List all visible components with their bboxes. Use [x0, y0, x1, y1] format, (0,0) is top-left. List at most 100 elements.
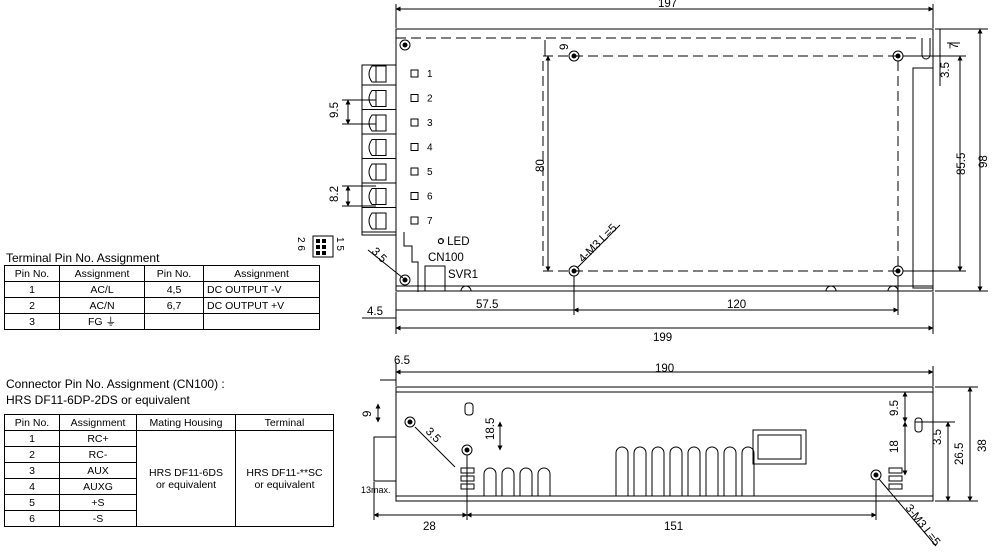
dim-label: 98 [978, 155, 990, 168]
slot [460, 285, 472, 292]
table-row: 2 AC/N 6,7 DC OUTPUT +V [4, 297, 320, 314]
terminal-number: 7 [427, 216, 433, 227]
leader-line [414, 426, 456, 468]
dim-label: 26.5 [954, 443, 966, 465]
vent-slot [537, 467, 551, 496]
dim-label: 85.5 [956, 153, 968, 175]
dim-label: 120 [727, 299, 746, 311]
dim-label: 4-M3 L=5 [577, 222, 620, 265]
cn100-label: CN100 [428, 252, 464, 264]
cn100-pin-label: 1 5 [334, 237, 345, 251]
connector-pin-table: Pin No. Assignment Mating Housing Termin… [4, 414, 334, 527]
slot [825, 285, 837, 292]
dim-label: 80 [535, 159, 547, 172]
table-cell: 6 [4, 510, 60, 527]
table-cell: +S [59, 494, 137, 511]
dim-label: 7 [949, 43, 961, 49]
table-row: 3 FG ⏚ [4, 313, 320, 330]
mating-housing-cell: HRS DF11-6DS or equivalent [136, 430, 236, 527]
table-row: 6-S [4, 510, 334, 527]
corner-hole [399, 274, 411, 286]
side-hole [870, 469, 882, 481]
dim-label: 9.5 [889, 400, 901, 416]
terminal-block [361, 64, 419, 236]
vent-slot [633, 446, 647, 496]
vent-slot [687, 446, 701, 496]
mount-hole [892, 50, 904, 62]
table-cell: DC OUTPUT -V [203, 281, 320, 298]
table-cell: -S [59, 510, 137, 527]
dim-label: 3.5 [940, 62, 952, 78]
dim-label: 9 [559, 44, 571, 50]
vent-slot [519, 467, 533, 496]
vent-slots [483, 446, 755, 496]
led-indicator [438, 238, 444, 244]
dim-label: 199 [653, 332, 672, 344]
table-header-row: Pin No. Assignment Mating Housing Termin… [4, 414, 334, 431]
terminal-number: 3 [427, 118, 433, 129]
leader-line [878, 478, 937, 547]
side-hole [461, 444, 473, 456]
top-view [312, 4, 988, 334]
dim-label: 3.5 [932, 429, 944, 445]
dim-label: 190 [655, 363, 674, 375]
dim-label: 151 [664, 521, 683, 533]
slot [921, 38, 931, 60]
terminal-pin-table: Pin No. Assignment Pin No. Assignment 1 … [4, 265, 320, 330]
side-hole [404, 416, 416, 428]
slot [464, 402, 474, 416]
vent-slot [651, 446, 665, 496]
dim-label: 3-M3 L=5 [903, 502, 943, 548]
dim-label: 3.5 [423, 426, 443, 446]
table-header: Assignment [59, 265, 145, 282]
led-label: ○ LED [437, 236, 470, 248]
vent-slot [483, 467, 497, 496]
terminal-number: 2 [427, 94, 433, 105]
side-view [373, 362, 978, 547]
dim-label: 18 [889, 440, 901, 453]
leader-line [576, 224, 621, 269]
terminal-screw [362, 212, 419, 233]
dim-label: 9 [362, 411, 374, 417]
side-flange [912, 67, 934, 289]
terminal-cell: HRS DF11-**SC or equivalent [235, 430, 334, 527]
terminal-table-title: Terminal Pin No. Assignment [6, 251, 160, 265]
connector-outline [403, 232, 419, 292]
slot [914, 417, 923, 433]
table-cell: FG ⏚ [59, 313, 145, 330]
connector-table-title: Connector Pin No. Assignment (CN100) : [6, 377, 225, 391]
table-cell [203, 313, 320, 330]
window [752, 429, 807, 465]
dim-label: 9.5 [329, 102, 341, 118]
terminal-screw [362, 90, 419, 110]
dim-label: 6.5 [394, 355, 410, 367]
dim-label: 3.5 [369, 246, 389, 266]
table-cell: AC/N [59, 297, 145, 314]
corner-hole [399, 39, 411, 51]
vent-slot [501, 467, 515, 496]
table-header: Terminal [235, 414, 334, 431]
dim-label: 28 [423, 521, 436, 533]
cn100-symbol [312, 235, 334, 258]
dim-label: 13max. [361, 485, 391, 495]
cn100-pin-label: 2 6 [295, 237, 306, 251]
top-view-outline [395, 28, 934, 292]
leader-line [367, 249, 404, 279]
terminal-screw [362, 163, 419, 184]
connector-table-subtitle: HRS DF11-6DP-2DS or equivalent [6, 393, 190, 407]
table-row: 1 RC+ HRS DF11-6DS or equivalent HRS DF1… [4, 430, 334, 527]
terminal-profile [373, 436, 397, 482]
terminal-screw [362, 139, 419, 159]
terminal-number: 4 [427, 143, 433, 154]
terminal-screw [362, 65, 419, 86]
table-header-row: Pin No. Assignment Pin No. Assignment [4, 265, 320, 282]
dim-label: 57.5 [476, 299, 498, 311]
dim-label: 4.5 [367, 306, 383, 318]
dim-label: 38 [977, 439, 989, 452]
terminal-number: 5 [427, 167, 433, 178]
table-row: 5+S [4, 494, 334, 511]
mount-hole [568, 50, 580, 62]
vent-slot [741, 446, 755, 496]
